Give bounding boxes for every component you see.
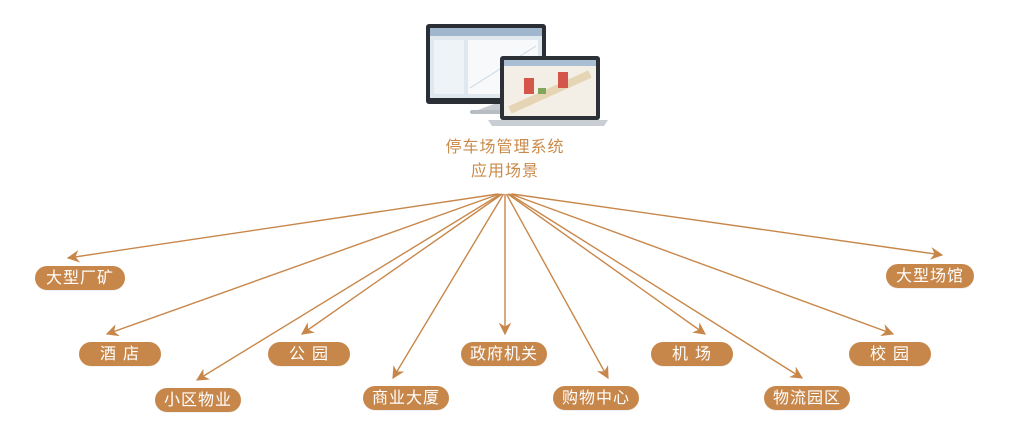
node-campus[interactable]: 校 园 bbox=[849, 342, 931, 366]
node-government[interactable]: 政府机关 bbox=[461, 342, 547, 366]
node-factory[interactable]: 大型厂矿 bbox=[35, 266, 125, 290]
arrow-to-hotel bbox=[105, 193, 500, 337]
arrow-to-campus bbox=[510, 193, 895, 337]
node-stadium[interactable]: 大型场馆 bbox=[886, 264, 974, 288]
arrow-to-residential bbox=[195, 193, 502, 381]
arrow-to-park bbox=[300, 193, 503, 335]
arrow-to-logistics bbox=[508, 193, 804, 379]
node-residential[interactable]: 小区物业 bbox=[155, 388, 241, 412]
node-hotel[interactable]: 酒 店 bbox=[79, 342, 161, 366]
node-logistics[interactable]: 物流园区 bbox=[764, 386, 850, 410]
arrow-to-commercial bbox=[392, 193, 505, 380]
arrow-to-stadium bbox=[511, 193, 944, 260]
node-airport[interactable]: 机 场 bbox=[651, 342, 733, 366]
devices-illustration bbox=[426, 24, 608, 126]
node-commercial[interactable]: 商业大厦 bbox=[363, 386, 449, 410]
hub-title-line2: 应用场景 bbox=[470, 161, 539, 180]
laptop-icon bbox=[488, 56, 608, 126]
hub-title-line1: 停车场管理系统 bbox=[445, 137, 565, 156]
arrow-to-airport bbox=[507, 193, 707, 335]
arrow-to-shopping bbox=[505, 193, 609, 380]
node-shopping[interactable]: 购物中心 bbox=[553, 386, 639, 410]
node-park[interactable]: 公 园 bbox=[268, 342, 350, 366]
arrow-to-factory bbox=[66, 193, 499, 263]
